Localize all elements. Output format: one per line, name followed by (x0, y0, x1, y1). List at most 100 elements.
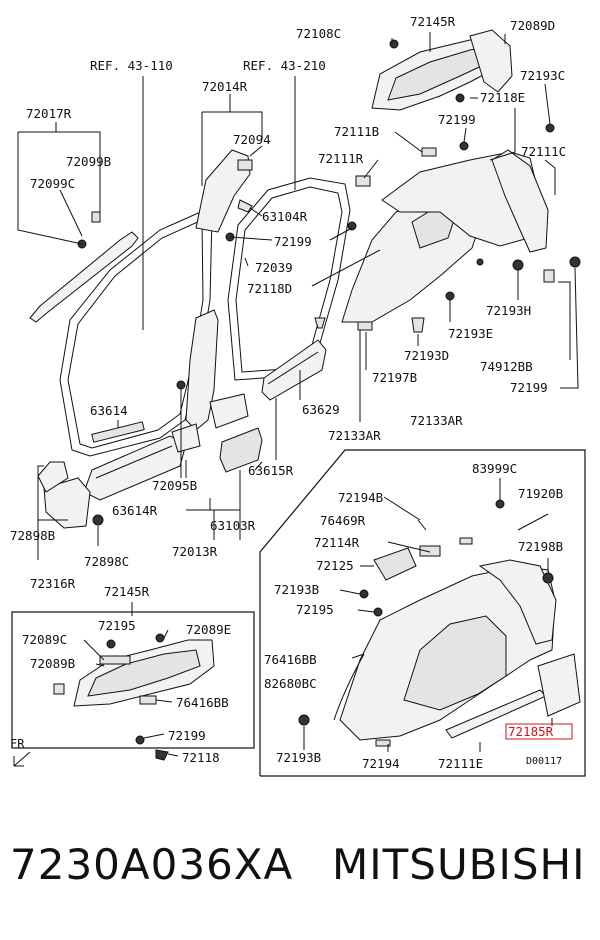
screw-icon (135, 735, 145, 745)
part-label: 72193C (520, 68, 565, 83)
scuff-panel-piece (171, 423, 201, 453)
step-plate (91, 421, 145, 443)
harness-wire (333, 653, 365, 721)
part-label-highlighted: 72185R (508, 724, 554, 739)
part-label: 72193B (274, 582, 319, 597)
part-label: 72095B (152, 478, 197, 493)
part-label: 72193B (276, 750, 321, 765)
clip-icon (53, 683, 65, 695)
part-label: 83999C (472, 461, 517, 476)
part-label: 72017R (26, 106, 72, 121)
screw-icon (542, 572, 554, 584)
part-label: 63104R (262, 209, 308, 224)
clip-icon (314, 317, 326, 329)
part-label: 72089C (22, 632, 67, 647)
part-label: 72195 (296, 602, 334, 617)
part-label: 72194B (338, 490, 383, 505)
part-label: 71920B (518, 486, 563, 501)
clip-icon (411, 317, 425, 333)
scuff-plate-rear (261, 339, 327, 401)
detail-box-cargo-trim (259, 449, 586, 777)
scuff-cover (219, 427, 263, 473)
part-label: 72193H (486, 303, 531, 318)
clip-icon (455, 93, 465, 103)
clip-icon (569, 256, 581, 268)
part-label: 72133AR (328, 428, 381, 443)
part-label: 63629 (302, 402, 340, 417)
cargo-side-trim-upper (478, 559, 557, 645)
part-label: 72125 (316, 558, 354, 573)
ref-label: REF. 43-210 (243, 58, 326, 73)
part-label: 72898B (10, 528, 55, 543)
part-label: 72199 (274, 234, 312, 249)
part-label: 72195 (98, 618, 136, 633)
part-label: 72014R (202, 79, 248, 94)
screw-icon (347, 221, 357, 231)
front-pillar-trim (29, 231, 139, 323)
part-label: 72145R (410, 14, 456, 29)
clip-icon (459, 537, 473, 545)
door-weatherstrip-front-inner (67, 219, 204, 449)
clip-icon (543, 269, 555, 283)
part-label: 72197B (372, 370, 417, 385)
part-label: 72118D (247, 281, 292, 296)
part-label: 72316R (30, 576, 76, 591)
part-label: 72118 (182, 750, 220, 765)
part-label: 63103R (210, 518, 256, 533)
part-label: 72039 (255, 260, 293, 275)
diagram-code: D00117 (526, 756, 562, 767)
detail-box-upper-trim (11, 611, 255, 749)
part-label: 72099C (30, 176, 75, 191)
rear-pillar-upper-trim (469, 29, 513, 93)
part-label: 72194 (362, 756, 400, 771)
rear-pillar-trim (491, 149, 549, 253)
part-label: 72089B (30, 656, 75, 671)
scuff-panel-front-low (209, 393, 249, 429)
brand-name: MITSUBISHI (332, 840, 586, 889)
part-label: 72145R (104, 584, 150, 599)
part-label: 76416BB (176, 695, 229, 710)
clip-icon (237, 199, 253, 213)
part-label: 72013R (172, 544, 218, 559)
part-label: 72133AR (410, 413, 463, 428)
footer: 7230A036XA MITSUBISHI (0, 828, 600, 918)
parts-diagram (11, 29, 586, 777)
part-label: 72111B (334, 124, 379, 139)
highlight-box (505, 723, 573, 740)
clip-icon (298, 714, 310, 726)
part-label: 72114R (314, 535, 360, 550)
part-label: 82680BC (264, 676, 317, 691)
part-label: 72108C (296, 26, 341, 41)
wheel-arch-cover (403, 615, 507, 711)
cargo-cover-panel (537, 653, 581, 717)
clip-icon (237, 159, 253, 171)
front-scuff-end (37, 461, 69, 493)
connector-icon (375, 739, 391, 747)
part-label: 72199 (510, 380, 548, 395)
roof-side-trim-detail-inner (87, 649, 201, 697)
rocker-end-trim (43, 477, 91, 529)
part-number: 7230A036XA (10, 840, 294, 889)
storage-box (373, 547, 417, 581)
part-label: 72898C (84, 554, 129, 569)
part-label: 74912BB (480, 359, 533, 374)
part-label: 72099B (66, 154, 111, 169)
part-label: 72111E (438, 756, 483, 771)
part-label: 72193D (404, 348, 449, 363)
front-arrow-icon (13, 751, 31, 767)
part-label: 72111R (318, 151, 364, 166)
trim-panel-icon (99, 655, 131, 665)
clip-icon (106, 639, 116, 649)
part-label: 63614 (90, 403, 128, 418)
hook-icon (419, 545, 441, 557)
ref-label: REF. 43-110 (90, 58, 173, 73)
label-layer: REF. 43-110 REF. 43-210 72108C 72145R 72… (10, 14, 573, 771)
center-pillar-lower-trim (185, 309, 219, 431)
clip-icon (92, 514, 104, 526)
part-label: 76416BB (264, 652, 317, 667)
part-label: 72089D (510, 18, 555, 33)
clip-icon (155, 749, 169, 761)
clip-icon (357, 321, 373, 331)
part-label: 72111C (521, 144, 566, 159)
front-direction-label: FR (10, 737, 25, 751)
